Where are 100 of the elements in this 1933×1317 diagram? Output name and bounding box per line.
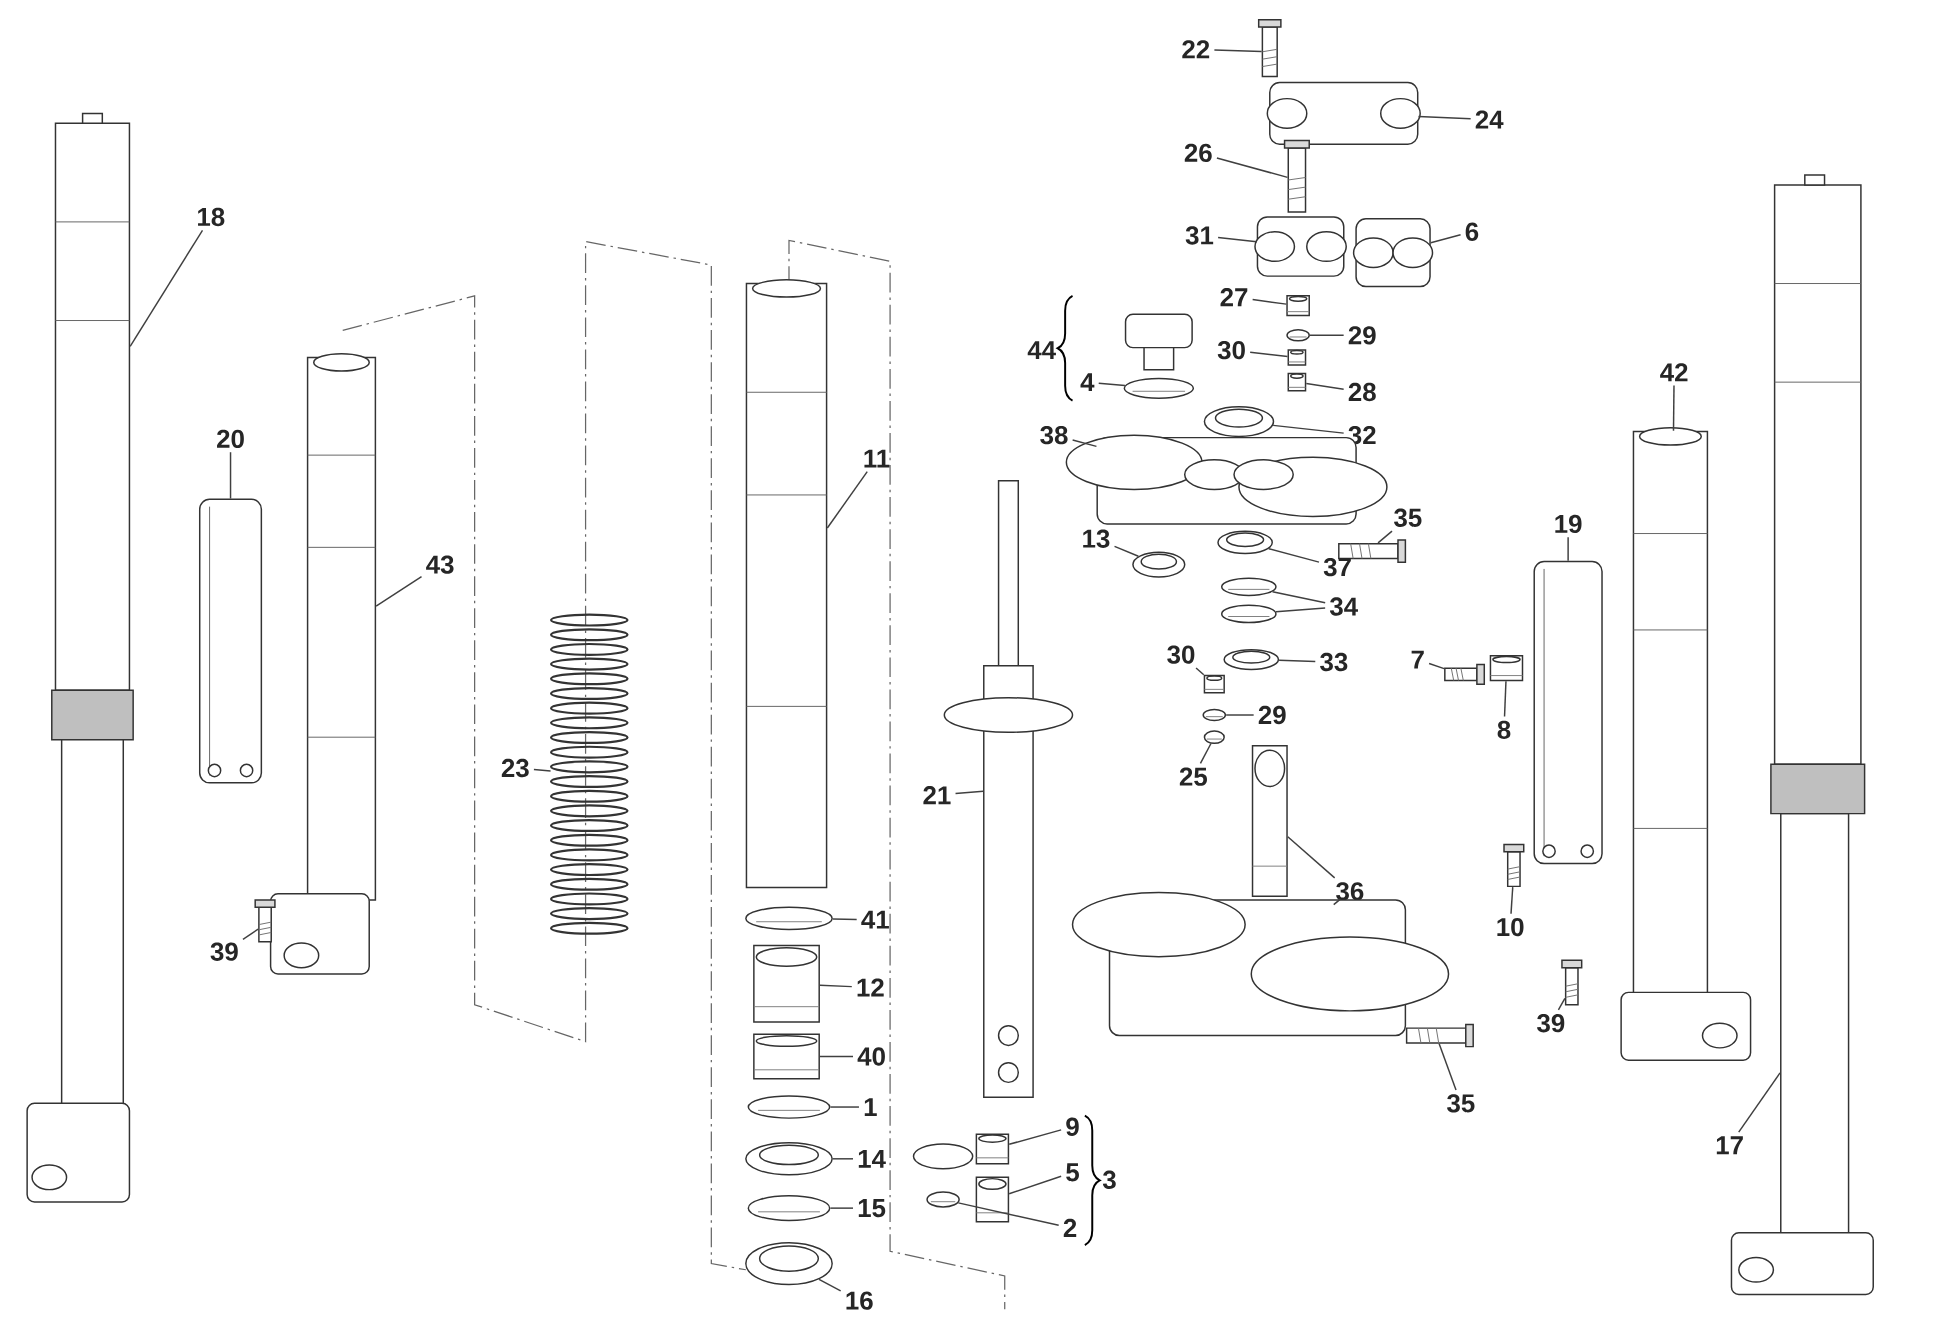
leader-line	[1333, 898, 1342, 906]
clamp-drawing	[1254, 216, 1347, 278]
callout-number: 37	[1323, 558, 1351, 577]
callout-number: 27	[1220, 288, 1248, 307]
leader-line	[819, 1055, 854, 1058]
leader-line	[954, 790, 984, 795]
callout-number: 4	[1080, 373, 1095, 392]
callout-number: 44	[1027, 341, 1056, 360]
leader-line	[1249, 351, 1289, 358]
leader-line	[1510, 886, 1514, 915]
callout-number: 26	[1184, 143, 1212, 163]
callout-number: 21	[923, 786, 951, 805]
bushing-drawing	[753, 1033, 820, 1080]
callout-number: 42	[1660, 363, 1688, 382]
callout-number: 16	[846, 1291, 873, 1310]
seal-drawing	[1223, 649, 1280, 671]
callout-number: 25	[1179, 767, 1207, 787]
leader-line	[826, 471, 868, 529]
leader-line	[1251, 299, 1288, 306]
callout-number: 20	[217, 429, 244, 449]
callout-number: 10	[1497, 918, 1524, 937]
nut-drawing	[1203, 675, 1225, 694]
leader-line	[1672, 385, 1675, 432]
callout-number: 33	[1320, 653, 1348, 672]
callout-number: 7	[1411, 650, 1424, 669]
leader-line	[1008, 1175, 1062, 1195]
leader-line	[375, 576, 423, 608]
bushing-drawing	[753, 945, 820, 1023]
washer-drawing	[1220, 604, 1277, 624]
callout-number: 14	[858, 1150, 886, 1168]
bolt-drawing	[1257, 19, 1282, 78]
valve-drawing	[975, 1133, 1010, 1165]
callout-number: 29	[1348, 326, 1376, 345]
nut-drawing	[1217, 530, 1273, 555]
leader-line	[819, 984, 853, 988]
leader-line	[1430, 234, 1462, 244]
callout-number: 28	[1348, 383, 1376, 402]
washer-drawing	[1220, 577, 1277, 597]
leader-line	[832, 918, 858, 921]
callout-number: 5	[1066, 1163, 1079, 1182]
leader-line	[1272, 424, 1345, 435]
leader-line	[832, 1158, 854, 1160]
callout-number: 2	[1063, 1219, 1077, 1238]
nut-drawing	[1287, 349, 1307, 366]
leader-line	[1195, 667, 1205, 676]
leader-line	[1271, 591, 1326, 604]
leader-line	[1216, 157, 1289, 179]
leader-line	[1417, 116, 1472, 120]
leader-line	[1113, 545, 1140, 558]
callout-number: 8	[1497, 720, 1511, 740]
leader-line	[1428, 662, 1445, 670]
leader-line	[1438, 1043, 1457, 1091]
leader-line	[1278, 659, 1317, 663]
bolt-drawing	[1283, 140, 1310, 213]
callout-number: 24	[1475, 110, 1504, 129]
leader-line	[1557, 997, 1566, 1011]
fork-tube-drawing	[269, 353, 377, 975]
fork-tube-drawing	[745, 279, 828, 889]
callout-number: 9	[1066, 1117, 1079, 1137]
leader-line	[1217, 236, 1258, 243]
o-ring-drawing	[926, 1191, 960, 1208]
callout-number: 35	[1447, 1094, 1475, 1113]
steering-stem-drawing	[1251, 745, 1288, 898]
callout-number: 1	[864, 1098, 877, 1117]
leader-line	[829, 1106, 860, 1108]
bushing-drawing	[1287, 373, 1307, 392]
callout-number: 17	[1716, 1136, 1743, 1155]
leader-line	[957, 1202, 1060, 1227]
clip-drawing	[747, 1195, 831, 1222]
callout-number: 35	[1394, 508, 1422, 528]
leader-line	[1225, 714, 1255, 716]
seal-drawing	[745, 1142, 833, 1176]
leader-line	[1071, 439, 1098, 448]
fork-guard-drawing	[1533, 561, 1603, 865]
leader-line	[1305, 383, 1345, 391]
callout-number: 39	[1537, 1014, 1565, 1033]
callout-number: 30	[1217, 341, 1245, 360]
o-ring-drawing	[1123, 377, 1195, 400]
callout-number: 43	[426, 555, 454, 574]
leader-line	[829, 1207, 854, 1210]
callout-number: 34	[1329, 597, 1358, 616]
callout-number: 30	[1167, 645, 1195, 664]
callout-number: 38	[1040, 426, 1068, 445]
fork-guard-drawing	[199, 498, 263, 784]
bolt-drawing	[254, 899, 276, 943]
fork-leg-drawing	[26, 112, 134, 1203]
leader-line	[818, 1278, 842, 1292]
leader-line	[1199, 743, 1212, 765]
leader-line	[1738, 1072, 1781, 1134]
leader-line	[1309, 334, 1345, 337]
spring-drawing	[549, 613, 629, 935]
ring-drawing	[745, 906, 833, 931]
bolt-drawing	[1561, 959, 1583, 1006]
callout-number: 31	[1185, 226, 1214, 245]
leader-line	[129, 229, 204, 348]
callout-number: 13	[1083, 529, 1110, 549]
callout-number: 40	[857, 1047, 885, 1066]
callout-number: 39	[210, 942, 238, 962]
leader-line	[242, 928, 259, 941]
leader-line	[1008, 1129, 1062, 1146]
